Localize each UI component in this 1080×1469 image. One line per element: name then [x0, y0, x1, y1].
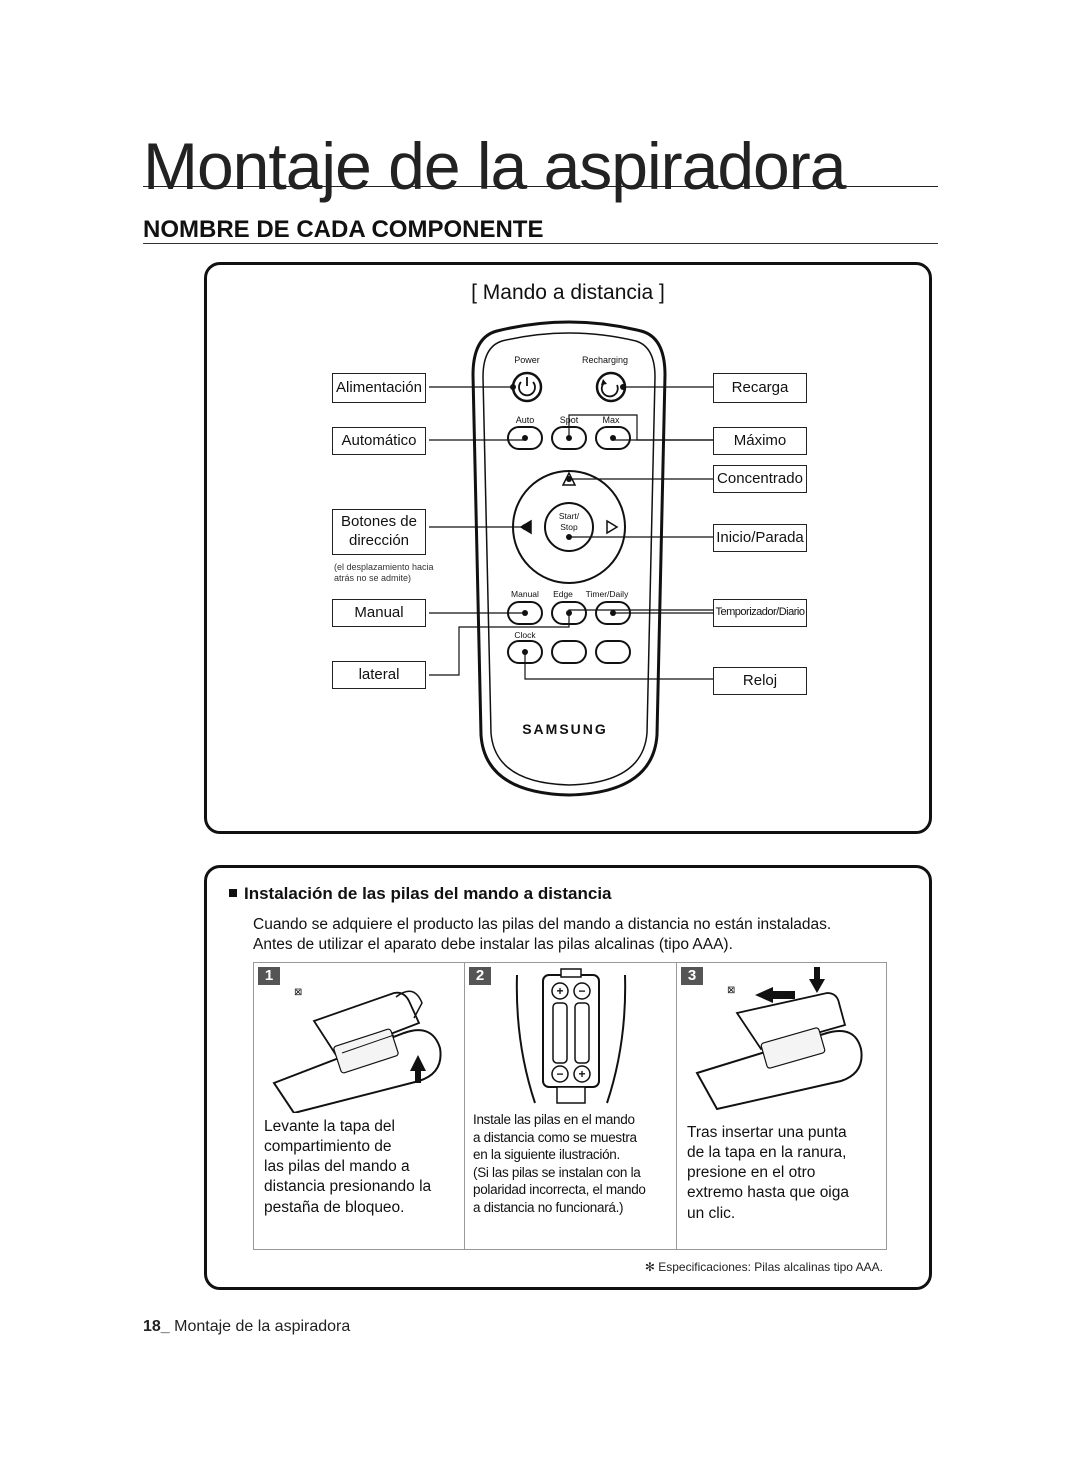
step-3-lock-icon: ⊠: [727, 985, 735, 996]
device-spot-text: Spot: [560, 415, 579, 425]
plus-icon: +: [578, 1067, 585, 1081]
specification-note: ✻ Especificaciones: Pilas alcalinas tipo…: [644, 1260, 883, 1274]
label-direction-buttons: Botones de dirección: [332, 509, 426, 555]
step-1-illustration: ⊠: [272, 987, 442, 1113]
step-1-text: Levante la tapa del compartimiento de la…: [264, 1118, 432, 1216]
page-footer: 18_ Montaje de la aspiradora: [143, 1318, 350, 1336]
label-auto: Automático: [332, 427, 426, 455]
device-start-text: Start/: [559, 511, 580, 521]
device-manual-text: Manual: [511, 589, 539, 599]
device-edge-text: Edge: [553, 589, 573, 599]
device-recharging-text: Recharging: [582, 355, 628, 365]
battery-intro-line2: Antes de utilizar el aparato debe instal…: [253, 936, 733, 953]
device-stop-text: Stop: [560, 522, 578, 532]
title-rule: [143, 186, 938, 187]
minus-icon: −: [578, 984, 585, 998]
heading-rule: [143, 243, 938, 244]
label-max: Máximo: [713, 427, 807, 455]
label-timer: Temporizador/Diario: [713, 599, 807, 627]
step-2-text: Instale las pilas en el mando a distanci…: [473, 1112, 646, 1215]
device-clock-text: Clock: [514, 630, 536, 640]
page-title: Montaje de la aspiradora: [143, 129, 846, 203]
label-clock: Reloj: [713, 667, 807, 695]
step-2-illustration: + − − +: [515, 968, 627, 1104]
minus-icon: −: [556, 1067, 563, 1081]
label-recharge: Recarga: [713, 373, 807, 403]
label-direction-line2: dirección: [348, 532, 410, 549]
label-manual: Manual: [332, 599, 426, 627]
label-spot: Concentrado: [713, 465, 807, 493]
step-1-number: 1: [258, 967, 280, 985]
step-3-text: Tras insertar una punta de la tapa en la…: [687, 1124, 849, 1222]
bullet-square-icon: [229, 889, 237, 897]
footer-text: Montaje de la aspiradora: [174, 1318, 351, 1335]
battery-installation-panel: Instalación de las pilas del mando a dis…: [204, 865, 932, 1290]
label-power: Alimentación: [332, 373, 426, 403]
plus-icon: +: [556, 984, 563, 998]
step-3: 3 ⊠ Tras insertar una punta de la tapa e…: [676, 963, 887, 1249]
step-1-lock-icon: ⊠: [294, 987, 302, 998]
device-power-text: Power: [514, 355, 540, 365]
remote-control-panel: [ Mando a distancia ]: [204, 262, 932, 834]
label-start-stop: Inicio/Parada: [713, 524, 807, 552]
section-heading: NOMBRE DE CADA COMPONENTE: [143, 216, 544, 243]
step-2: 2 + − − + Instale las pilas en el mando …: [464, 963, 677, 1249]
label-edge: lateral: [332, 661, 426, 689]
label-direction-line1: Botones de: [341, 513, 417, 531]
step-2-number: 2: [469, 967, 491, 985]
battery-heading: Instalación de las pilas del mando a dis…: [229, 884, 612, 904]
brand-logo: SAMSUNG: [522, 721, 608, 737]
direction-note: (el desplazamiento hacia atrás no se adm…: [334, 562, 434, 585]
device-timer-text: Timer/Daily: [586, 589, 629, 599]
remote-control-illustration: Power Recharging Auto Spot Max Start/ St…: [429, 320, 713, 797]
device-auto-text: Auto: [516, 415, 535, 425]
step-3-illustration: ⊠: [695, 967, 863, 1111]
step-1: 1 ⊠ Levante la tapa del compartimiento d…: [254, 963, 464, 1249]
direction-note-line2: atrás no se admite): [334, 573, 412, 584]
device-max-text: Max: [602, 415, 620, 425]
battery-heading-text: Instalación de las pilas del mando a dis…: [244, 884, 612, 903]
battery-intro-line1: Cuando se adquiere el producto las pilas…: [253, 916, 832, 933]
direction-note-line1: (el desplazamiento hacia: [334, 562, 434, 572]
remote-panel-title: [ Mando a distancia ]: [471, 281, 665, 304]
footer-page-number: 18_: [143, 1318, 170, 1335]
step-3-number: 3: [681, 967, 703, 985]
steps-frame: 1 ⊠ Levante la tapa del compartimiento d…: [253, 962, 887, 1250]
